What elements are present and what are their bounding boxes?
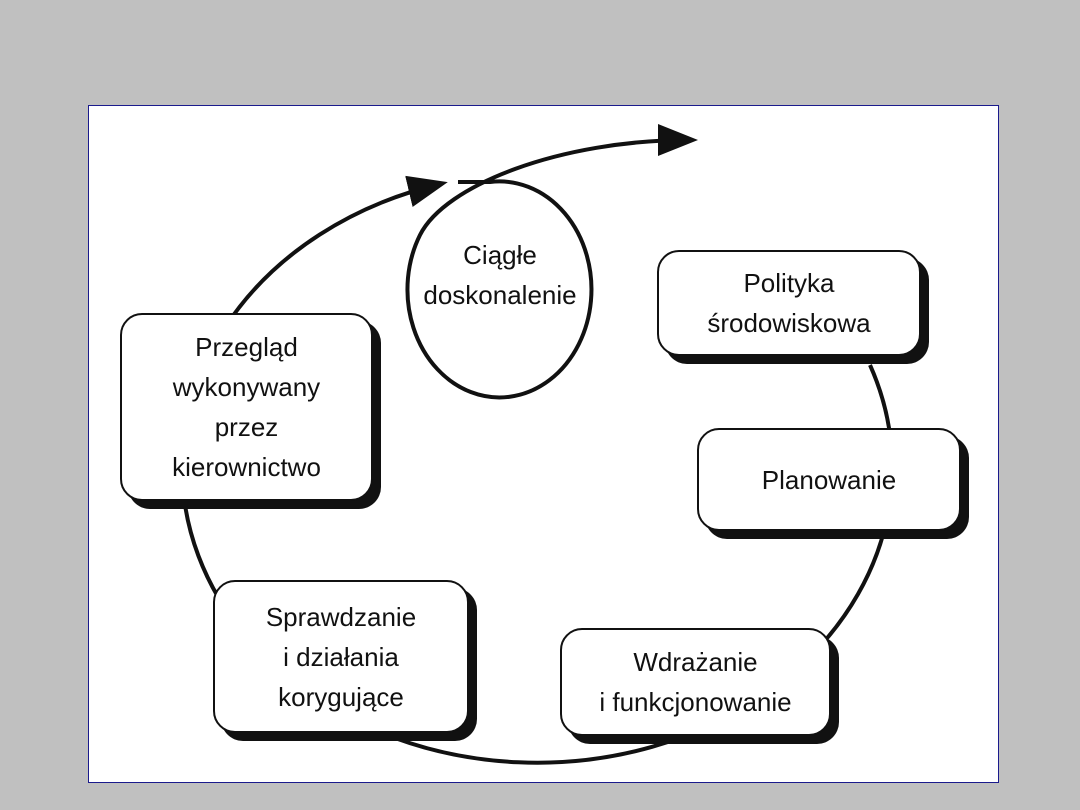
step-environmental-policy: Polityka środowiskowa bbox=[657, 250, 921, 356]
step-management-review: Przegląd wykonywany przez kierownictwo bbox=[120, 313, 373, 501]
step-planning: Planowanie bbox=[697, 428, 961, 531]
step-checking: Sprawdzanie i działania korygujące bbox=[213, 580, 469, 733]
continuous-improvement-label: Ciągłe doskonalenie bbox=[423, 240, 577, 310]
improvement-spiral bbox=[405, 124, 698, 400]
step-implementation: Wdrażanie i funkcjonowanie bbox=[560, 628, 831, 736]
